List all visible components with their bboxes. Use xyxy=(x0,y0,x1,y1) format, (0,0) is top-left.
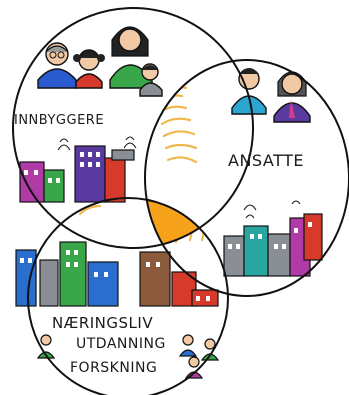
circle-naering xyxy=(27,197,229,395)
label-naeringsliv: NÆRINGSLIV xyxy=(52,314,153,332)
person-boy xyxy=(139,63,163,97)
city-ansatte xyxy=(223,200,323,277)
city-naering xyxy=(15,241,219,307)
circle-outlines xyxy=(12,7,349,395)
label-innbyggere: INNBYGGERE xyxy=(14,113,104,128)
person-girl xyxy=(73,49,105,89)
family-illustration xyxy=(37,26,163,97)
circle-innbyggere xyxy=(12,7,254,249)
label-forskning: FORSKNING xyxy=(70,360,157,376)
label-ansatte: ANSATTE xyxy=(228,151,304,170)
person-staff-woman xyxy=(273,71,311,123)
person-grandpa xyxy=(37,42,77,89)
circle-ansatte xyxy=(144,59,349,297)
label-utdanning: UTDANNING xyxy=(76,336,166,352)
city-innbyggere xyxy=(19,136,137,203)
person-mother xyxy=(109,26,153,89)
staff-illustration xyxy=(231,68,311,123)
person-staff-man xyxy=(231,68,267,115)
